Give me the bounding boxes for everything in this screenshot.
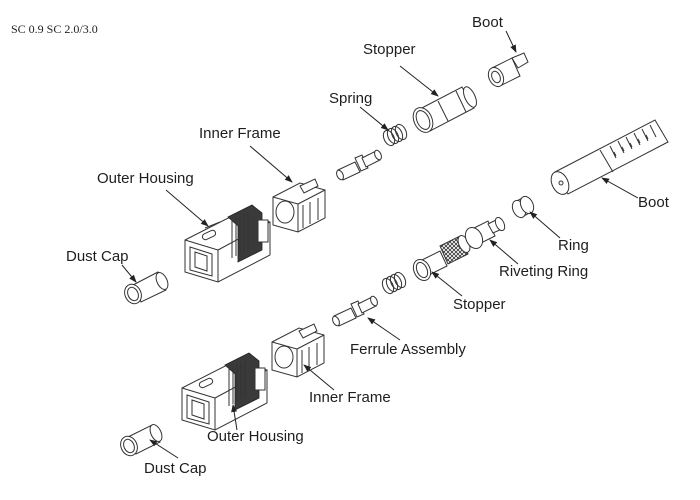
bottom-outer-housing — [181, 352, 268, 431]
label-bottom-boot: Boot — [638, 194, 669, 211]
arrow-top-stopper — [399, 65, 439, 97]
bottom-ferrule-assembly — [332, 295, 378, 327]
arrow-top-boot — [505, 30, 517, 53]
arrow-ferrule-assembly — [367, 317, 401, 341]
arrow-bottom-dust-cap — [149, 439, 179, 459]
top-spring — [382, 123, 408, 147]
arrow-bottom-boot — [601, 177, 639, 199]
label-top-inner-frame: Inner Frame — [199, 125, 281, 142]
riveting-ring — [464, 216, 506, 250]
label-bottom-stopper: Stopper — [453, 296, 506, 313]
top-boot — [487, 52, 529, 88]
bottom-dust-cap — [120, 424, 163, 457]
label-ferrule-assembly: Ferrule Assembly — [350, 341, 466, 358]
label-bottom-outer-housing: Outer Housing — [207, 428, 304, 445]
arrow-top-spring — [359, 106, 389, 131]
label-top-spring: Spring — [329, 90, 373, 107]
top-dust-cap — [124, 271, 169, 305]
arrow-top-dust-cap — [121, 264, 137, 283]
arrow-ring — [529, 211, 561, 239]
arrow-top-outer-housing — [165, 189, 209, 227]
bottom-spring — [381, 271, 407, 295]
bottom-boot — [550, 119, 669, 195]
arrow-bottom-inner-frame — [303, 364, 335, 391]
label-top-stopper: Stopper — [363, 41, 416, 58]
label-riveting-ring: Riveting Ring — [499, 263, 589, 280]
arrow-top-inner-frame — [249, 145, 293, 183]
label-top-outer-housing: Outer Housing — [97, 170, 194, 187]
label-ring: Ring — [558, 237, 589, 254]
arrow-bottom-stopper — [431, 271, 463, 297]
top-stopper — [412, 86, 477, 133]
bottom-stopper — [412, 235, 471, 282]
arrow-bottom-outer-housing — [231, 404, 238, 431]
label-top-dust-cap: Dust Cap — [66, 248, 129, 265]
top-ferrule — [336, 149, 382, 181]
label-top-boot: Boot — [472, 14, 503, 31]
variant-header: SC 0.9 SC 2.0/3.0 — [11, 22, 98, 36]
label-bottom-dust-cap: Dust Cap — [144, 460, 207, 477]
ring — [511, 195, 535, 219]
arrow-riveting-ring — [489, 239, 519, 265]
bottom-inner-frame — [271, 323, 325, 378]
top-inner-frame — [272, 178, 326, 233]
label-bottom-inner-frame: Inner Frame — [309, 389, 391, 406]
top-outer-housing — [184, 204, 271, 283]
